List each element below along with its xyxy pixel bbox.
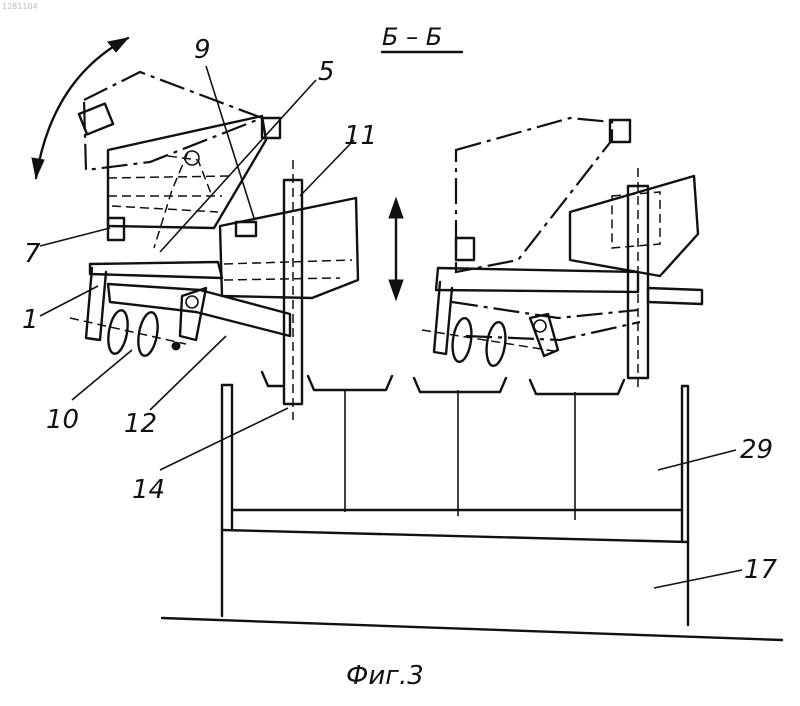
section-title-group: Б – Б [382, 23, 462, 52]
hopper-level-1 [224, 260, 352, 264]
leader-29 [658, 450, 736, 470]
leader-17 [654, 570, 742, 588]
vertical-arrowhead-down [389, 280, 403, 300]
hook-right [434, 282, 452, 354]
label-5: 5 [318, 57, 335, 87]
section-title: Б – Б [382, 23, 442, 51]
rotation-arrowhead-bottom [32, 158, 44, 178]
plate-1-right [436, 268, 638, 292]
label-10: 10 [46, 405, 79, 435]
frame-left-edge [222, 385, 232, 616]
hook-left [86, 268, 106, 340]
base-structure [222, 372, 688, 625]
hopper-level-2 [224, 278, 340, 280]
lever-pivot-right [534, 320, 546, 332]
leader-12 [150, 336, 226, 410]
bucket-level-1 [108, 176, 230, 178]
rotation-arc [36, 38, 128, 178]
recess-3 [530, 380, 624, 394]
figure-caption: Фиг.3 [346, 661, 424, 691]
lever-pivot-left [186, 296, 198, 308]
recess-0 [262, 372, 282, 386]
hopper-right [570, 176, 698, 276]
document-number: 1281104 [2, 2, 38, 11]
recess-2 [414, 378, 506, 392]
leader-9 [206, 66, 254, 218]
roller-10a [105, 309, 130, 355]
lever-bracket-right [530, 314, 558, 356]
rotation-arrowhead-top [108, 38, 128, 52]
part-7-block-right [456, 238, 474, 260]
phantom-bucket-right [456, 118, 612, 272]
leader-7 [40, 228, 110, 246]
reference-labels: 9 5 11 7 1 10 12 14 29 17 [22, 35, 778, 585]
hopper-left [220, 198, 358, 298]
base-top-line [222, 530, 688, 542]
label-7: 7 [24, 239, 41, 269]
plate-extension-right [648, 288, 702, 304]
bucket-internal-link [168, 156, 212, 196]
roller-right-a [450, 317, 474, 363]
part-9-block [236, 222, 256, 236]
label-12: 12 [124, 409, 157, 439]
part-7-block [108, 218, 124, 240]
rotation-arrow [32, 38, 128, 178]
label-14: 14 [132, 475, 165, 505]
label-29: 29 [740, 435, 773, 465]
bucket-internal-link-2 [154, 152, 188, 248]
hopper-inner-right [612, 192, 660, 248]
label-11: 11 [344, 121, 377, 151]
recess-1 [308, 376, 392, 390]
bucket-body-left [108, 116, 266, 228]
leader-10 [72, 350, 132, 400]
label-1: 1 [22, 305, 39, 335]
left-assembly [70, 72, 358, 420]
roller-pin-left [172, 342, 180, 350]
vertical-arrowhead-up [389, 198, 403, 218]
vertical-motion-arrow [389, 198, 403, 300]
plate-1-left [90, 262, 222, 278]
leader-14 [160, 408, 288, 470]
label-9: 9 [194, 35, 211, 65]
label-17: 17 [744, 555, 778, 585]
right-assembly [422, 118, 702, 392]
roller-right-b [484, 321, 508, 367]
frame-outline [232, 385, 688, 625]
